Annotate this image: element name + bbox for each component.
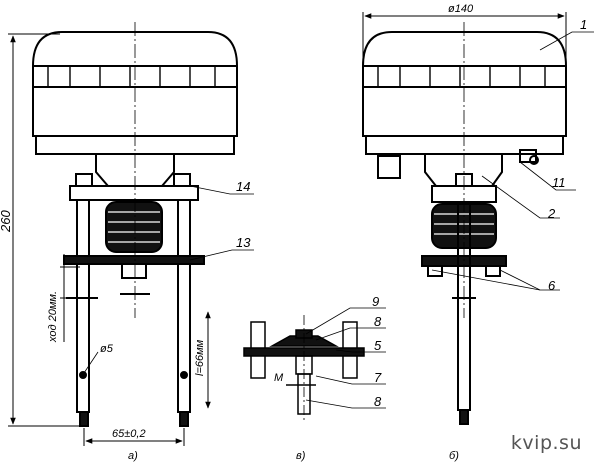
- view-a-motor-housing: [32, 31, 238, 137]
- view-label-v: в): [296, 450, 306, 462]
- view-b-yoke-nut-right: [485, 265, 501, 277]
- callout-5: 5: [374, 338, 382, 353]
- view-a-leaders: [189, 185, 254, 261]
- dim-overall-height-label: 260: [0, 210, 13, 233]
- callout-2: 2: [547, 206, 556, 221]
- view-a-pin-left: [79, 411, 89, 427]
- callout-8: 8: [374, 394, 382, 409]
- view-b-leaders: [431, 31, 594, 291]
- view-b-terminal-screw: [529, 155, 539, 165]
- dim-diameter: [362, 12, 567, 58]
- view-a-pin-hole-left: [79, 371, 87, 379]
- callout-13: 13: [236, 235, 251, 250]
- callout-6: 6: [548, 278, 556, 293]
- dim-m-label: M: [274, 372, 284, 384]
- view-a-bellows-folds: [108, 211, 160, 243]
- view-b-housing-ribs: [377, 66, 546, 87]
- dim-pin-diameter-label: ø5: [100, 343, 114, 355]
- view-b-neck: [424, 154, 503, 187]
- view-a-bellows: [105, 201, 163, 253]
- dim-stroke: [60, 254, 80, 342]
- callout-1: 1: [580, 17, 587, 32]
- dim-pin-diameter-leader: [83, 351, 99, 374]
- watermark: kvip.su: [510, 432, 582, 454]
- view-b-side: [362, 31, 567, 425]
- dim-overall-height: [8, 33, 80, 427]
- view-label-b: б): [449, 450, 459, 462]
- callout-7: 7: [374, 370, 382, 385]
- view-a-pin-right: [179, 411, 189, 427]
- view-a-nut-right: [173, 173, 191, 187]
- view-a-yoke: [63, 255, 205, 265]
- view-a-mounting-plate: [69, 185, 199, 201]
- callout-10: 9: [372, 294, 379, 309]
- dim-stroke-label: ход 20мм.: [47, 291, 59, 343]
- view-a-column-right: [177, 199, 191, 413]
- view-a-nut-left: [75, 173, 93, 187]
- callout-9: 8: [374, 314, 382, 329]
- callout-11: 11: [552, 175, 566, 190]
- view-v-leaders: [305, 307, 386, 409]
- view-a-yoke-nut: [121, 263, 147, 279]
- callout-14: 14: [236, 179, 250, 194]
- view-a-column-left: [76, 199, 90, 413]
- view-b-cable-gland: [377, 155, 401, 179]
- dim-rod-length-label: l=66мм: [194, 339, 206, 376]
- view-b-motor-housing: [362, 31, 567, 137]
- dim-diameter-label: ø140: [448, 3, 474, 15]
- view-a-pin-hole-right: [180, 371, 188, 379]
- view-b-yoke-nut-left: [427, 265, 443, 277]
- view-label-a: а): [128, 450, 138, 462]
- view-b-housing-base: [365, 135, 564, 155]
- view-b-pin: [459, 409, 469, 425]
- dim-spacing-label: 65±0,2: [112, 428, 146, 440]
- view-a-housing-ribs: [47, 66, 216, 87]
- dim-spacing: [83, 428, 185, 446]
